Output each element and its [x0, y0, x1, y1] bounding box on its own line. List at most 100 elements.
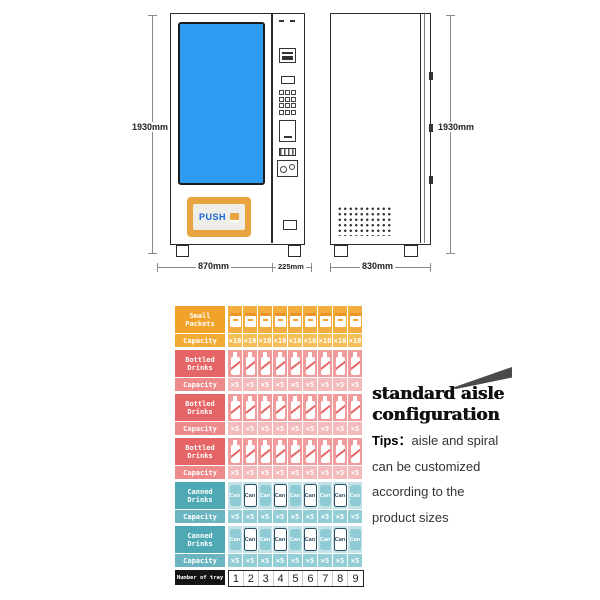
product-icon-cell: Can	[273, 482, 287, 509]
tray-number-cell: 5	[289, 571, 304, 586]
capacity-value: ×5	[258, 466, 272, 479]
product-icon-cell: Can	[258, 482, 272, 509]
capacity-row: Capacity×5×5×5×5×5×5×5×5×5	[175, 422, 364, 435]
capacity-value: ×5	[303, 466, 317, 479]
capacity-label: Capacity	[175, 510, 225, 523]
tray-number-cell: 9	[352, 572, 359, 585]
product-icon-cell	[273, 438, 287, 465]
product-icon-cell	[228, 306, 242, 333]
product-icon-cell	[258, 438, 272, 465]
product-icon-cell	[303, 350, 317, 377]
keypad-key	[291, 103, 296, 109]
capacity-value: ×5	[303, 554, 317, 567]
product-icon-cell: Can	[228, 526, 242, 553]
capacity-label: Capacity	[175, 554, 225, 567]
hinge-icon	[429, 176, 433, 184]
keypad-key	[279, 90, 284, 96]
capacity-value: ×5	[228, 554, 242, 567]
product-icon-cell	[333, 350, 347, 377]
keypad-key	[291, 90, 296, 96]
product-type-label: Bottled Drinks	[175, 394, 225, 421]
tray-number-cell: 3	[259, 571, 274, 586]
bottle-icon	[275, 395, 286, 420]
tips-line1: aisle and spiral	[411, 433, 499, 448]
product-row: Bottled Drinks	[175, 394, 364, 421]
packet-icon	[319, 312, 331, 327]
bottle-icon	[320, 351, 331, 376]
side-depth-dim: 830mm	[360, 261, 396, 271]
bottle-icon	[290, 395, 301, 420]
product-icon-cell	[288, 438, 302, 465]
side-height-dim-line	[450, 15, 451, 253]
side-height-dim: 1930mm	[436, 122, 477, 132]
bottle-icon	[335, 439, 346, 464]
product-icon-cell	[258, 394, 272, 421]
product-icon-cell: Can	[243, 482, 257, 509]
packet-icon	[244, 312, 256, 327]
bottle-icon	[350, 351, 361, 376]
bottle-icon	[290, 439, 301, 464]
capacity-row: Capacity×10×10×10×10×10×10×10×10×10	[175, 334, 364, 347]
product-type-label: Bottled Drinks	[175, 438, 225, 465]
product-icon-cell: Can	[333, 526, 347, 553]
capacity-label: Capacity	[175, 334, 225, 347]
product-type-label: Canned Drinks	[175, 526, 225, 553]
capacity-value: ×5	[243, 422, 257, 435]
product-icon-cell	[348, 350, 362, 377]
bottle-icon	[260, 395, 271, 420]
packet-icon	[259, 312, 271, 327]
tips-line3: according to the	[372, 484, 465, 499]
capacity-row: Capacity×5×5×5×5×5×5×5×5×5	[175, 466, 364, 479]
capacity-value: ×5	[333, 466, 347, 479]
tray-row-label: Number of tray	[175, 570, 225, 585]
keypad	[279, 90, 296, 115]
can-icon: Can	[303, 484, 317, 507]
product-icon-cell: Can	[318, 526, 332, 553]
capacity-value: ×5	[228, 378, 242, 391]
tips-line2: can be customized	[372, 458, 481, 474]
capacity-label: Capacity	[175, 422, 225, 435]
bottle-icon	[350, 395, 361, 420]
product-icon-cell	[273, 306, 287, 333]
panel-width-dim: 225mm	[276, 262, 306, 271]
product-icon-cell: Can	[348, 526, 362, 553]
capacity-value: ×5	[243, 510, 257, 523]
capacity-cells: ×5×5×5×5×5×5×5×5×5	[228, 378, 362, 391]
can-icon: Can	[333, 484, 347, 507]
capacity-value: ×5	[318, 466, 332, 479]
capacity-value: ×10	[228, 334, 242, 347]
product-icon-cell	[273, 394, 287, 421]
capacity-value: ×5	[318, 510, 332, 523]
capacity-value: ×5	[288, 378, 302, 391]
keypad-key	[285, 96, 290, 102]
product-icon-cells	[228, 306, 362, 333]
push-label: PUSH	[198, 212, 226, 222]
capacity-value: ×5	[348, 422, 362, 435]
bottle-icon	[260, 351, 271, 376]
front-height-dim: 1930mm	[130, 122, 171, 132]
packet-icon	[229, 312, 241, 327]
tips-text: Tips：aisle and spiral can be customized …	[372, 428, 532, 530]
capacity-value: ×5	[228, 510, 242, 523]
side-door-edge	[420, 14, 422, 243]
product-icon-cell: Can	[288, 482, 302, 509]
product-row: Small Packets	[175, 306, 364, 333]
product-icon-cell	[258, 306, 272, 333]
capacity-row: Capacity×5×5×5×5×5×5×5×5×5	[175, 378, 364, 391]
pickup-door-window: PUSH	[193, 204, 245, 230]
product-icon-cell	[348, 306, 362, 333]
ventilation-grid	[337, 206, 393, 236]
tray-number-cell: 6	[303, 571, 319, 586]
capacity-cells: ×5×5×5×5×5×5×5×5×5	[228, 510, 362, 523]
capacity-value: ×5	[288, 466, 302, 479]
bottle-icon	[275, 439, 286, 464]
capacity-value: ×5	[348, 554, 362, 567]
tray-number-cell: 2	[244, 571, 259, 586]
product-icon-cell: Can	[243, 526, 257, 553]
product-icon-cell	[243, 350, 257, 377]
